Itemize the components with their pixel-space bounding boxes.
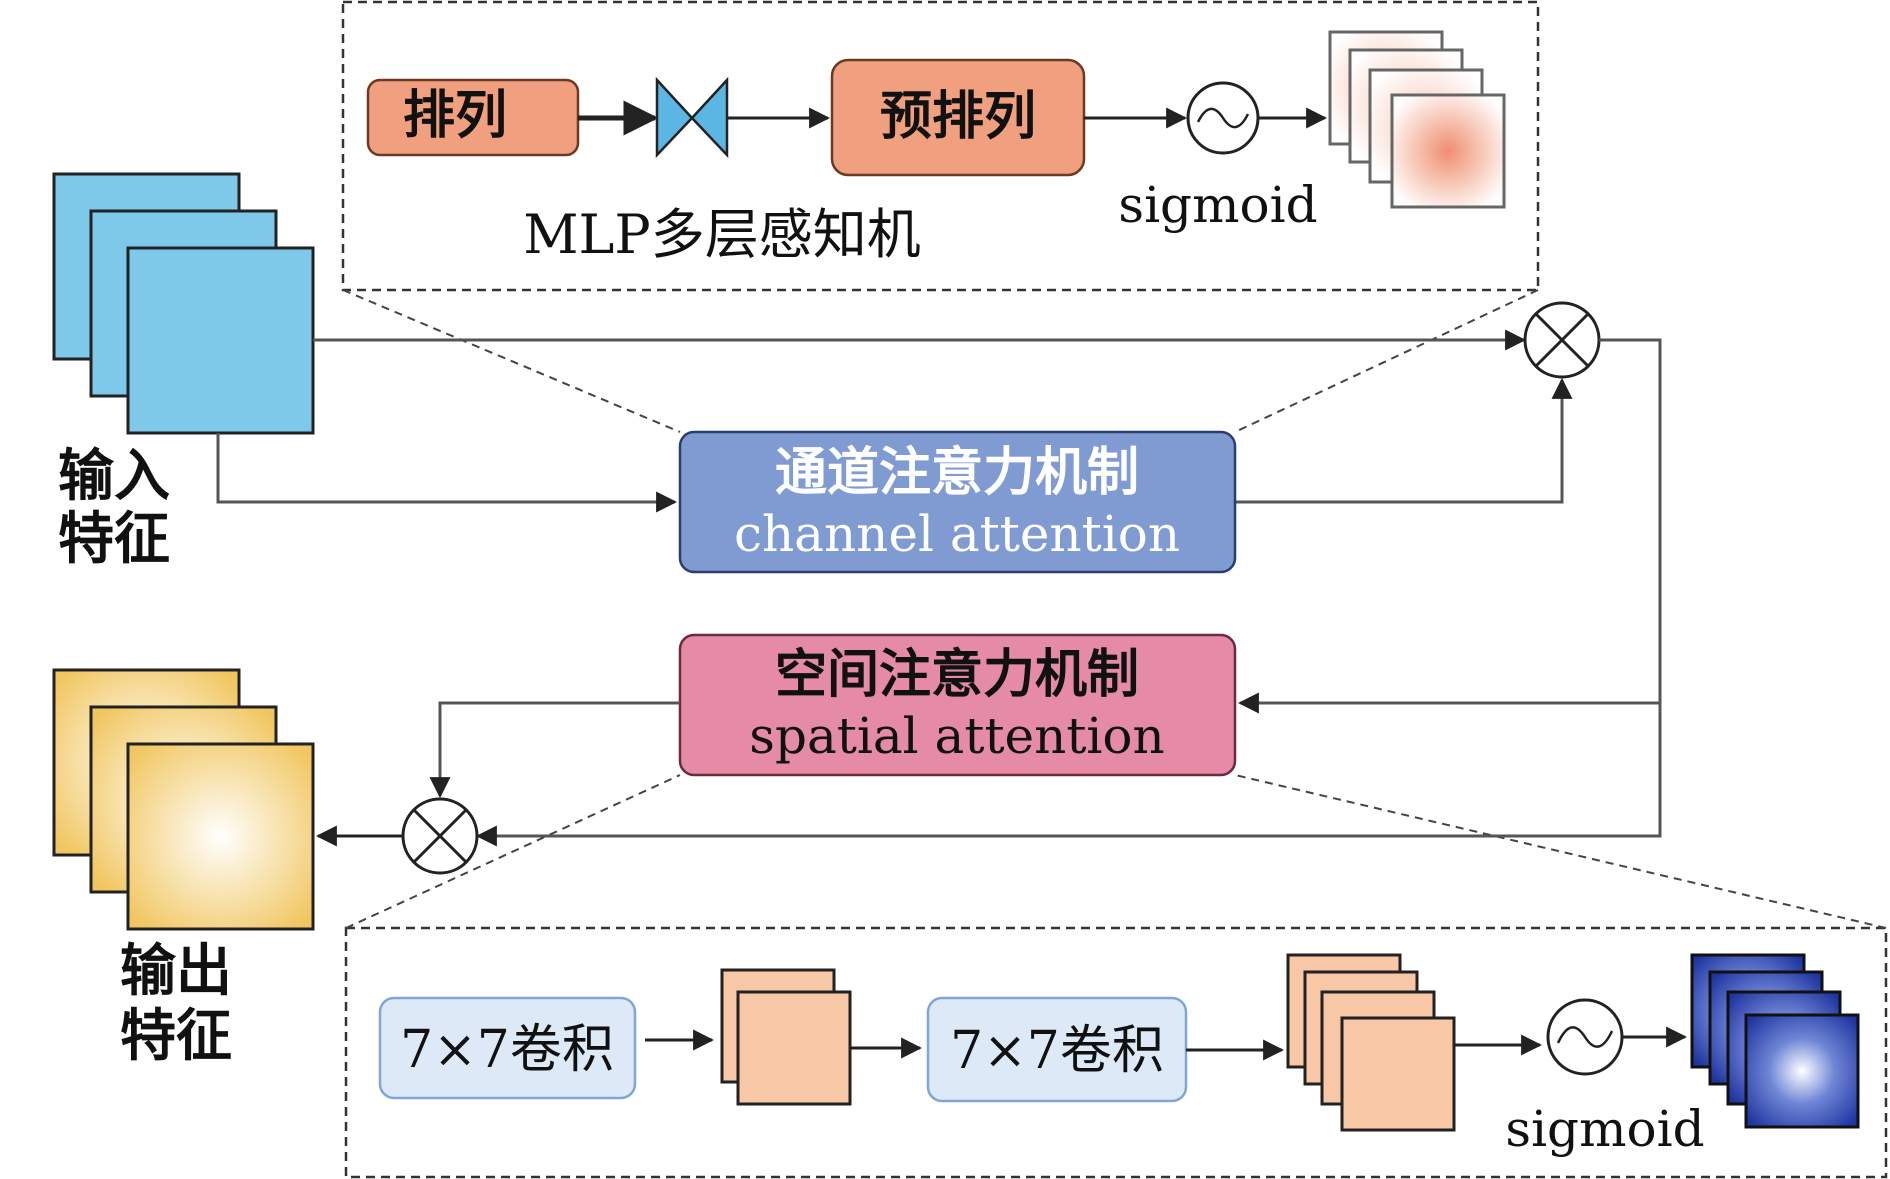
spatial-attention-title-en: spatial attention bbox=[749, 707, 1164, 765]
input-label-line2: 特征 bbox=[58, 506, 170, 572]
channel-attention-maps bbox=[1328, 30, 1506, 209]
spatial-attention-maps bbox=[1690, 953, 1860, 1129]
channel-attention-title-cn: 通道注意力机制 bbox=[775, 442, 1139, 503]
perm-label: 排列 bbox=[403, 85, 507, 146]
pre-perm-label: 预排列 bbox=[880, 86, 1036, 147]
conv2-label: 7×7卷积 bbox=[950, 1021, 1164, 1081]
conv1-label: 7×7卷积 bbox=[400, 1020, 614, 1080]
callout-line-left-bottom bbox=[345, 774, 681, 929]
conv-sigmoid-label: sigmoid bbox=[1505, 1100, 1704, 1158]
spatial-to-output-multiply-arrow bbox=[429, 701, 680, 799]
channel-to-multiply-arrow bbox=[1235, 377, 1573, 504]
intermediate-feature-maps bbox=[720, 968, 852, 1106]
spatial-multiply-icon bbox=[401, 797, 479, 875]
multiply-skip-to-output-multiply bbox=[475, 703, 1662, 847]
output-label-line2: 特征 bbox=[120, 1003, 232, 1069]
mlp-sigmoid-label: sigmoid bbox=[1118, 176, 1317, 234]
input-to-channel-arrow bbox=[216, 433, 678, 513]
callout-line-right-bottom bbox=[1234, 774, 1887, 929]
callout-line-right-top bbox=[1234, 289, 1539, 433]
output-feature-maps bbox=[52, 668, 315, 931]
spatial-attention-title-cn: 空间注意力机制 bbox=[775, 644, 1139, 705]
multiply-to-spatial-path bbox=[1237, 338, 1662, 714]
conv-sigmoid-icon bbox=[1546, 998, 1624, 1076]
sigmoid-icon bbox=[1186, 81, 1260, 155]
output-label-line1: 输出 bbox=[120, 938, 232, 1004]
channel-attention-title-en: channel attention bbox=[734, 505, 1180, 563]
conv-section: 7×7卷积 7×7卷积 sigmoid bbox=[378, 953, 1860, 1158]
conv-output-feature-maps bbox=[1286, 953, 1456, 1132]
mlp-caption: MLP多层感知机 bbox=[523, 203, 921, 266]
bowtie-icon bbox=[655, 76, 729, 159]
mlp-section: 排列 预排列 sigmoid MLP多层感知机 bbox=[366, 30, 1506, 266]
mlp-dashed-region bbox=[341, 0, 1540, 292]
spatial-attention-box bbox=[678, 633, 1237, 777]
input-label-line1: 输入 bbox=[58, 443, 170, 509]
conv1-box bbox=[378, 996, 637, 1100]
channel-multiply-icon bbox=[1523, 301, 1601, 379]
channel-attention-box bbox=[678, 430, 1237, 574]
callout-line-left-top bbox=[342, 289, 681, 433]
conv-dashed-region bbox=[344, 926, 1888, 1179]
input-feature-maps bbox=[52, 172, 315, 435]
